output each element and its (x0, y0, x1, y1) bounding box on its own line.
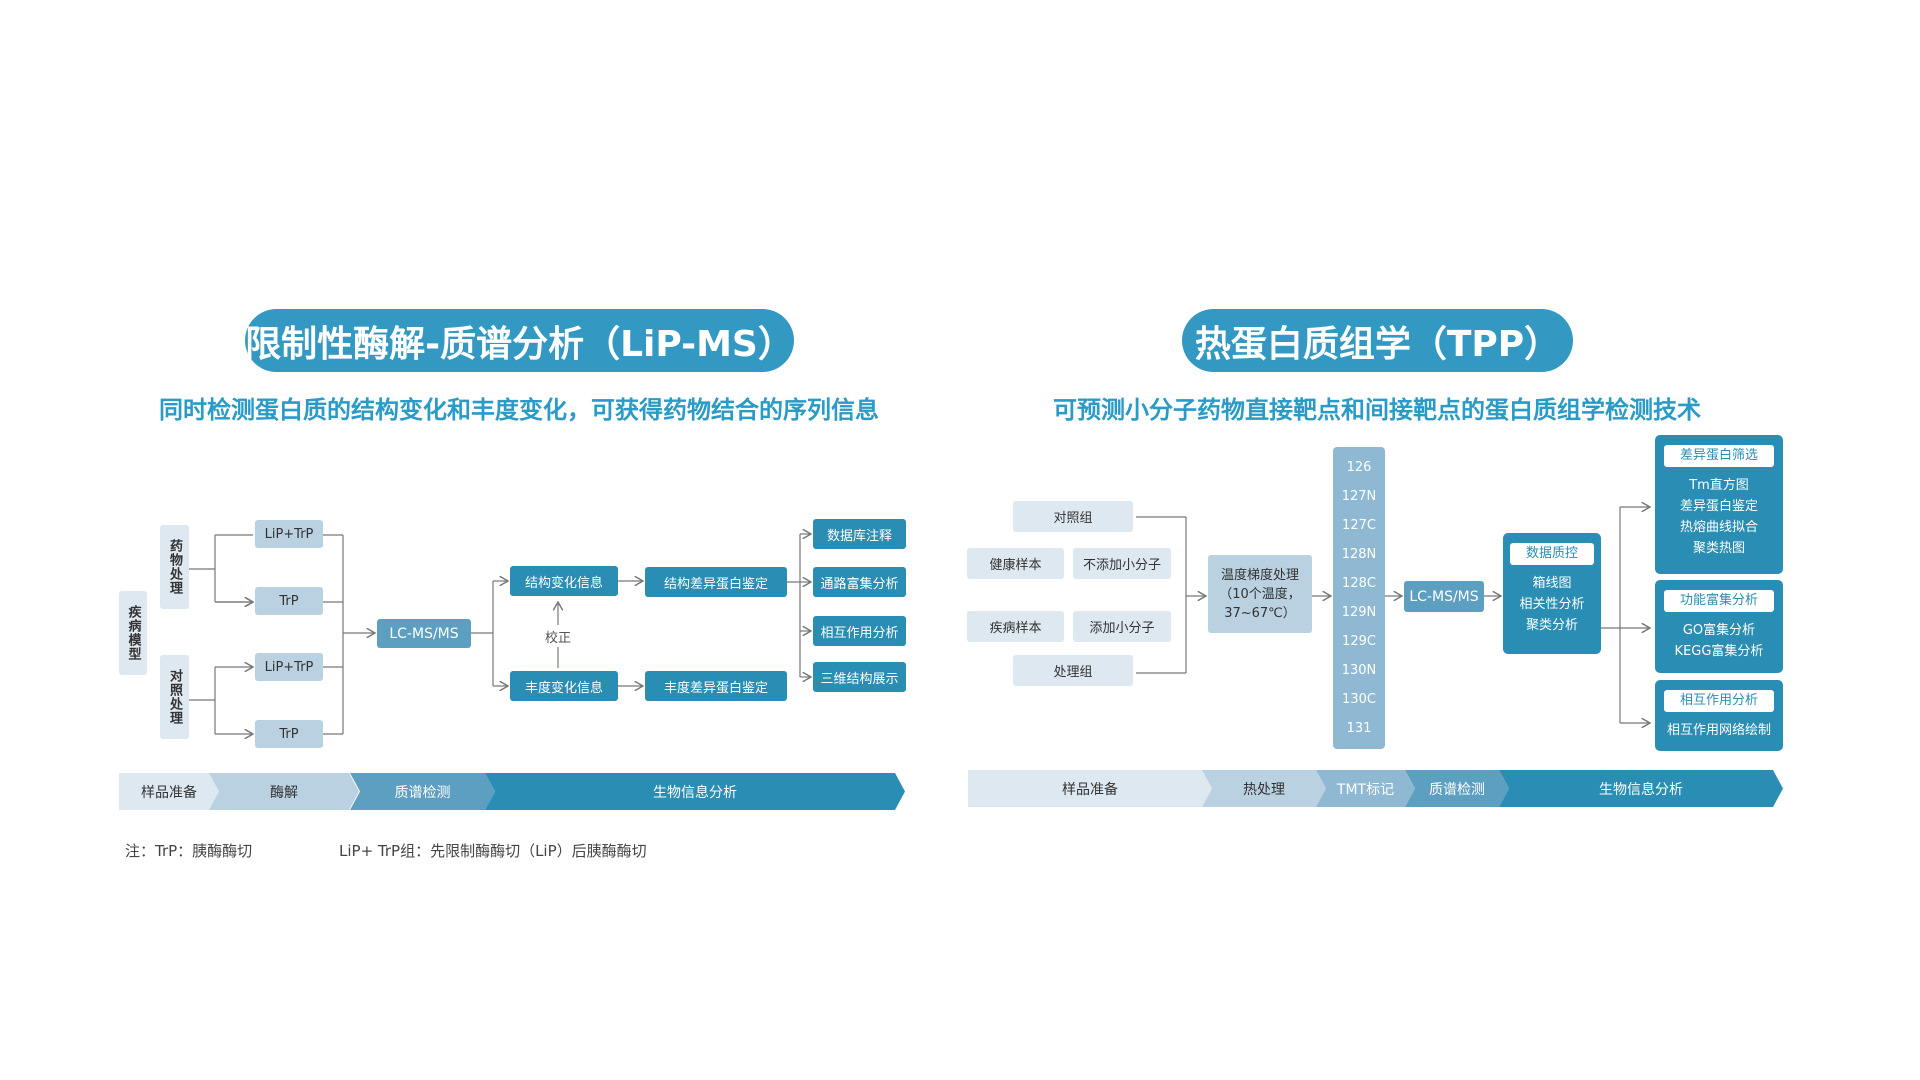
control-treatment-box: 对照处理 (160, 655, 189, 739)
tmt-channel: 126 (1346, 460, 1372, 475)
no-small-molecule-box: 不添加小分子 (1073, 548, 1171, 579)
tpp-stage-sample-prep: 样品准备 (968, 770, 1212, 807)
tmt-channel-column: 126 127N 127C 128N 128C 129N 129C 130N 1… (1333, 447, 1385, 749)
structure-diff-box: 结构差异蛋白鉴定 (645, 567, 787, 597)
tpp-stage-tmt: TMT标记 (1316, 770, 1415, 807)
control-group-box: 对照组 (1013, 501, 1133, 532)
output-interaction-analysis: 相互作用分析 (813, 616, 906, 646)
result-item: GO富集分析 (1682, 623, 1756, 638)
result-item: KEGG富集分析 (1674, 644, 1764, 659)
lip-ms-subtitle: 同时检测蛋白质的结构变化和丰度变化，可获得药物结合的序列信息 (159, 395, 879, 424)
tmt-channel: 127N (1341, 489, 1377, 504)
output-3d-structure: 三维结构展示 (813, 662, 906, 692)
tmt-channel: 130C (1342, 692, 1376, 707)
temp-line-3: 37~67℃） (1224, 605, 1296, 621)
correction-label: 校正 (544, 630, 571, 646)
tmt-channel: 128C (1342, 576, 1376, 591)
output-pathway-enrichment: 通路富集分析 (813, 567, 906, 597)
stage-bioinformatics: 生物信息分析 (485, 773, 905, 810)
tpp-subtitle: 可预测小分子药物直接靶点和间接靶点的蛋白质组学检测技术 (1053, 395, 1701, 424)
note-trp: 注：TrP：胰酶酶切 (125, 842, 253, 860)
qc-item: 聚类分析 (1525, 618, 1578, 633)
result-item: 热熔曲线拟合 (1679, 520, 1758, 535)
tmt-channel: 129C (1342, 634, 1376, 649)
result-item: 聚类热图 (1692, 541, 1745, 556)
stage-sample-prep: 样品准备 (119, 773, 219, 810)
healthy-sample-box: 健康样本 (967, 548, 1064, 579)
qc-item: 箱线图 (1532, 576, 1572, 591)
structure-change-box: 结构变化信息 (510, 566, 618, 596)
function-enrichment-tag: 功能富集分析 (1663, 590, 1775, 612)
trp-box-drug: TrP (255, 587, 323, 615)
note-lip-trp: LiP+ TrP组：先限制酶酶切（LiP）后胰酶酶切 (339, 842, 647, 860)
temp-line-2: （10个温度， (1219, 586, 1301, 602)
tpp-title: 热蛋白质组学（TPP） (1182, 309, 1573, 372)
drug-treatment-box: 药物处理 (160, 525, 189, 609)
result-item: Tm直方图 (1689, 478, 1749, 493)
tmt-channel: 130N (1341, 663, 1377, 678)
tpp-stage-ms: 质谱检测 (1405, 770, 1509, 807)
diff-protein-tag: 差异蛋白筛选 (1663, 445, 1775, 467)
lip-trp-box-control: LiP+TrP (255, 653, 323, 681)
output-database-annotation: 数据库注释 (813, 519, 906, 549)
stage-digestion: 酶解 (209, 773, 359, 810)
qc-item: 相关性分析 (1519, 597, 1585, 612)
tmt-channel: 131 (1346, 721, 1372, 736)
data-qc-box: 数据质控 箱线图 相关性分析 聚类分析 (1503, 533, 1601, 654)
lip-ms-title: 限制性酶解-质谱分析（LiP-MS） (245, 309, 794, 372)
temp-line-1: 温度梯度处理 (1220, 567, 1299, 583)
tmt-channel: 127C (1342, 518, 1376, 533)
lcms-box: LC-MS/MS (377, 619, 471, 648)
result-item: 相互作用网络绘制 (1666, 723, 1771, 738)
result-item: 差异蛋白鉴定 (1679, 499, 1758, 514)
lip-trp-box-drug: LiP+TrP (255, 520, 323, 548)
tpp-stage-bioinformatics: 生物信息分析 (1499, 770, 1783, 807)
add-small-molecule-box: 添加小分子 (1073, 611, 1171, 642)
tpp-lcms-box: LC-MS/MS (1404, 581, 1484, 612)
interaction-tag: 相互作用分析 (1663, 690, 1775, 712)
tmt-channel: 129N (1341, 605, 1377, 620)
disease-sample-box: 疾病样本 (967, 611, 1064, 642)
interaction-box: 相互作用分析 相互作用网络绘制 (1655, 680, 1783, 751)
stage-ms: 质谱检测 (350, 773, 495, 810)
treatment-group-box: 处理组 (1013, 655, 1133, 686)
temperature-gradient-box: 温度梯度处理 （10个温度， 37~67℃） (1208, 555, 1312, 633)
disease-model-box: 疾病模型 (119, 591, 147, 675)
abundance-change-box: 丰度变化信息 (510, 671, 618, 701)
tmt-channel: 128N (1341, 547, 1377, 562)
trp-box-control: TrP (255, 720, 323, 748)
abundance-diff-box: 丰度差异蛋白鉴定 (645, 671, 787, 701)
diff-protein-box: 差异蛋白筛选 Tm直方图 差异蛋白鉴定 热熔曲线拟合 聚类热图 (1655, 435, 1783, 574)
tpp-stage-heat: 热处理 (1202, 770, 1326, 807)
data-qc-tag: 数据质控 (1509, 543, 1595, 565)
function-enrichment-box: 功能富集分析 GO富集分析 KEGG富集分析 (1655, 580, 1783, 673)
